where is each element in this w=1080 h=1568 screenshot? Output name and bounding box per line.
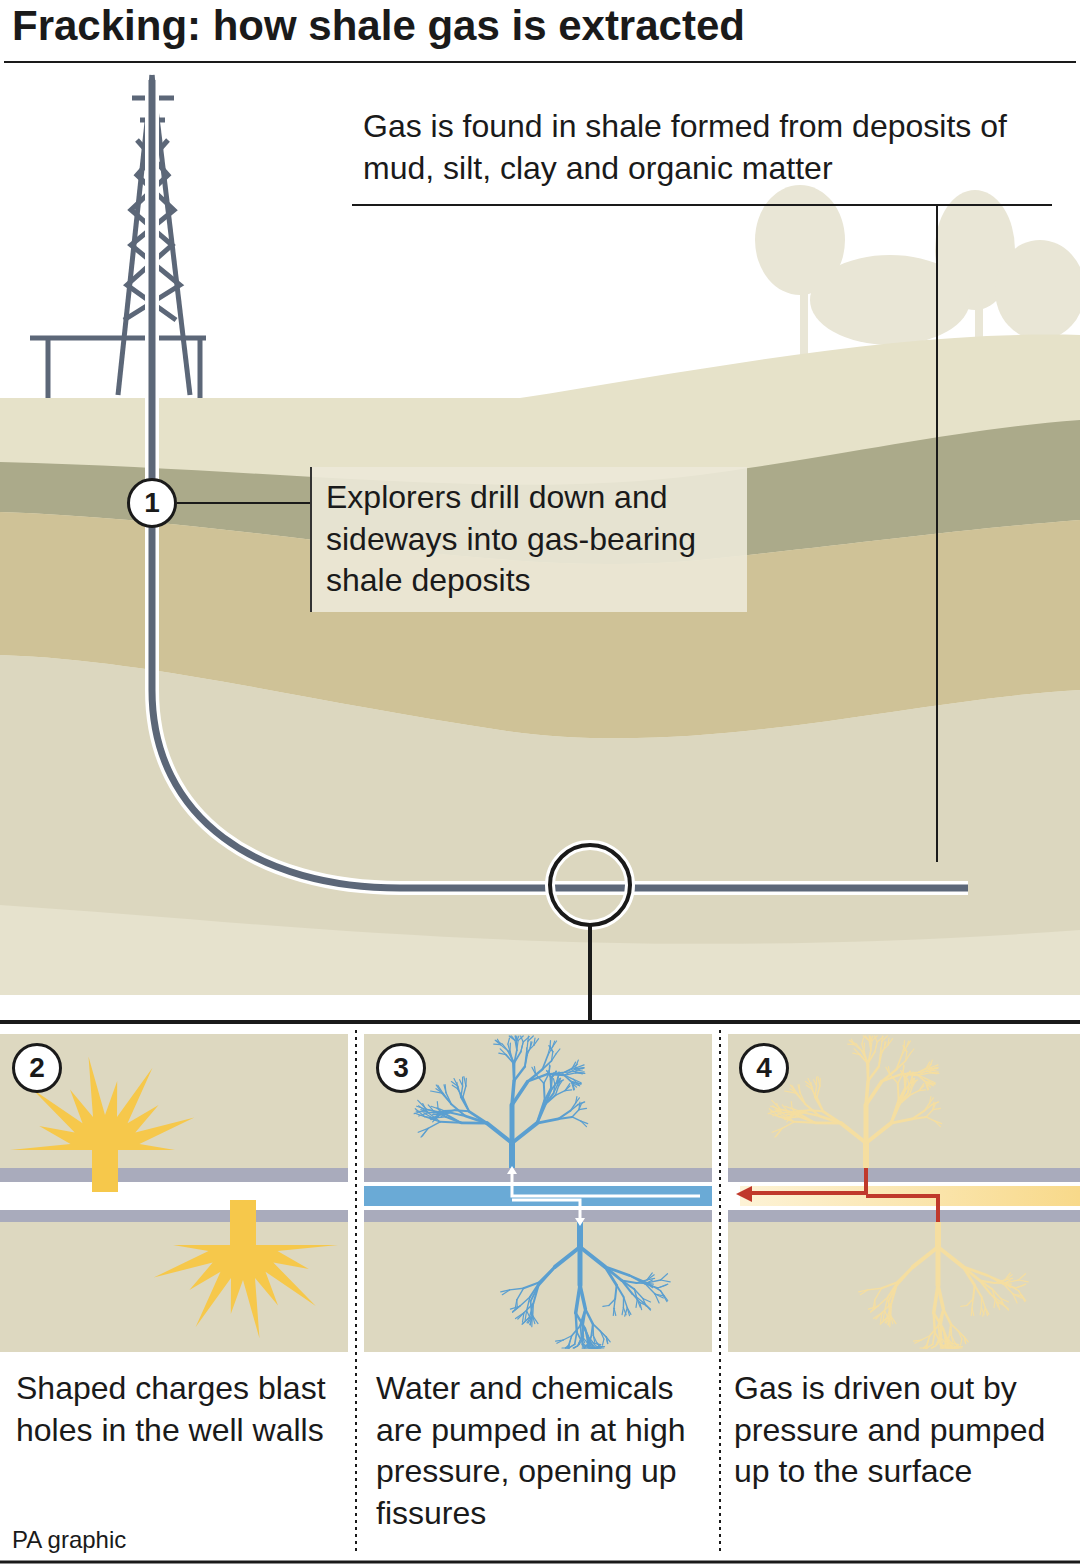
callout-number: 2: [29, 1052, 45, 1084]
caption: Gas is driven out by pressure and pumped…: [734, 1368, 1070, 1493]
title: Fracking: how shale gas is extracted: [12, 2, 745, 50]
callout-circle: 2: [12, 1043, 62, 1093]
callout-circle: 3: [376, 1043, 426, 1093]
caption: Gas is found in shale formed from deposi…: [363, 106, 1063, 189]
callout-number: 4: [756, 1052, 772, 1084]
caption: Water and chemicals are pumped in at hig…: [376, 1368, 712, 1534]
box-text: Explorers drill down and sideways into g…: [326, 477, 733, 602]
credit: PA graphic: [12, 1524, 312, 1555]
callout-number: 1: [144, 487, 160, 519]
callout-circle: 4: [739, 1043, 789, 1093]
callout-number: 3: [393, 1052, 409, 1084]
leader-line: [177, 502, 310, 504]
callout-circle: 1: [127, 478, 177, 528]
caption: Shaped charges blast holes in the well w…: [16, 1368, 346, 1451]
text-box: Explorers drill down and sideways into g…: [310, 467, 747, 612]
